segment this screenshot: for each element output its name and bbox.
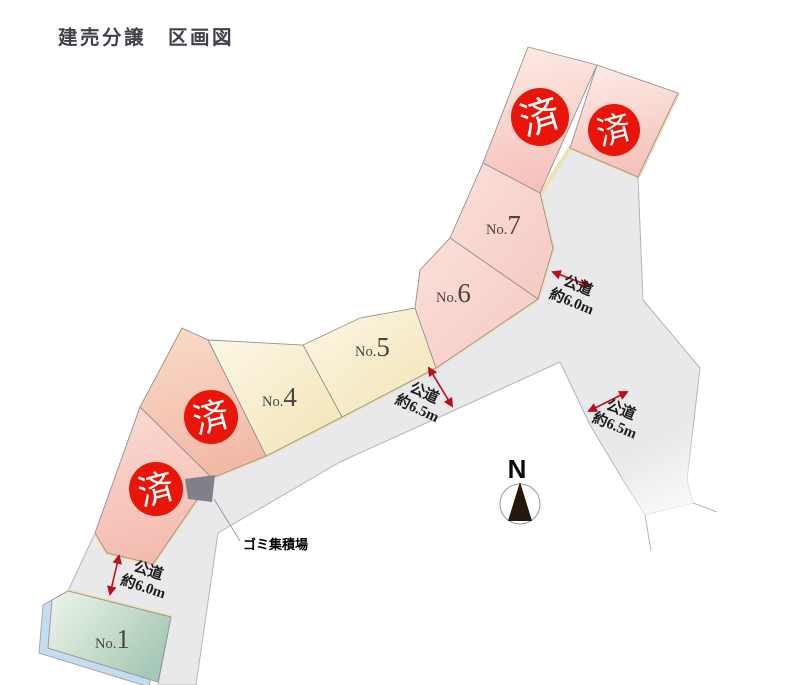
- page-title: 建売分譲 区画図: [58, 26, 234, 49]
- label-no5: No.5: [355, 332, 390, 362]
- road-width-arrow-southwest: [107, 554, 122, 596]
- sold-circle-icon: [184, 390, 238, 444]
- road-width-arrow-northeast: [551, 270, 592, 288]
- sold-circle-icon: [129, 462, 183, 516]
- compass: N: [499, 454, 541, 525]
- sold-circle-icon: [511, 88, 569, 146]
- plot-no6: [414, 237, 539, 369]
- plot-no7: [449, 162, 554, 300]
- sold-badge-west-upper: 済: [184, 390, 238, 444]
- road-width-arrow-southeast: [587, 391, 629, 412]
- road-end-flare-right: [692, 502, 718, 513]
- road-width-arrow-middle: [428, 366, 453, 408]
- label-no1: No.1: [95, 624, 130, 654]
- sold-badge-west-lower: 済: [129, 462, 183, 516]
- compass-n-label: N: [508, 454, 527, 484]
- sold-badge-top-left: 済: [511, 88, 569, 146]
- north-arrow-icon: [508, 482, 532, 521]
- sold-badge-top-right: 済: [588, 104, 640, 156]
- label-no4: No.4: [262, 382, 297, 412]
- garbage-station-area: [185, 475, 215, 502]
- plot-no1: [47, 590, 172, 683]
- label-no7: No.7: [486, 210, 521, 240]
- garbage-leader-line: [213, 498, 241, 542]
- road-end-fade: [570, 385, 750, 585]
- road-end-flare-left: [644, 514, 652, 552]
- label-no6: No.6: [436, 278, 471, 308]
- sold-circle-icon: [588, 104, 640, 156]
- garbage-station-label: ゴミ集積場: [243, 537, 308, 552]
